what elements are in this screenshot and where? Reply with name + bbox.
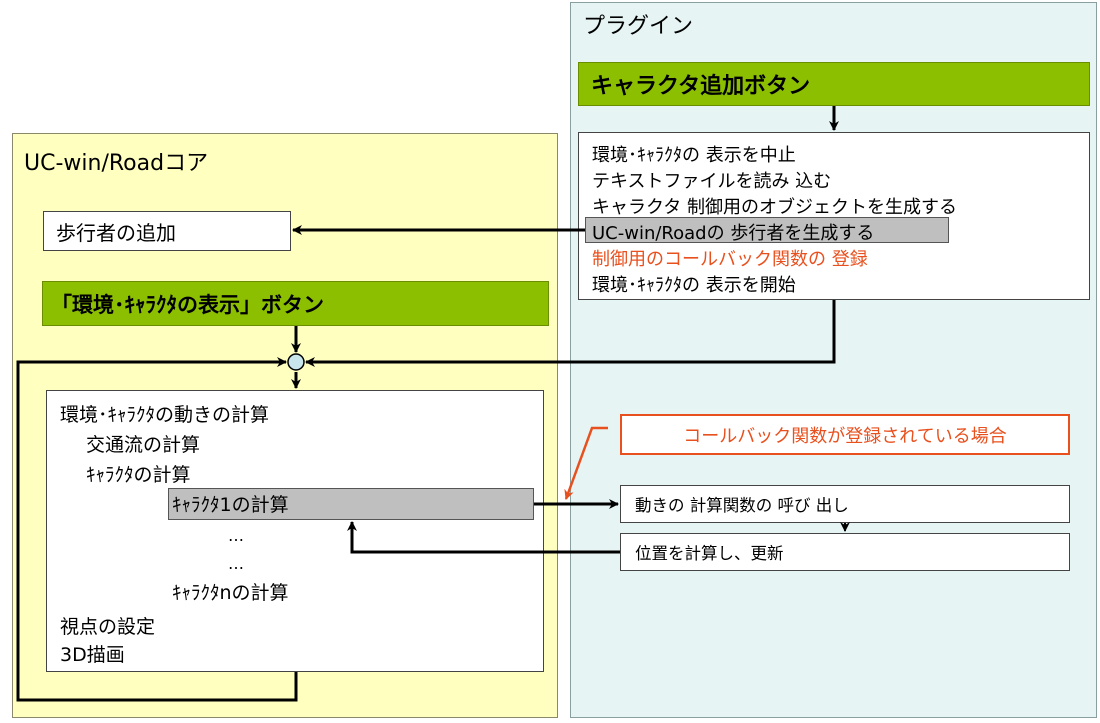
- step-stop-display: 環境･ｷｬﾗｸﾀの 表示を中止: [592, 145, 796, 166]
- traffic-calc-label: 交通流の計算: [86, 434, 201, 456]
- compute-update-box: 位置を計算し、更新: [620, 533, 1070, 571]
- callback-pointer-arrow: [564, 426, 608, 500]
- core-title: UC-win/Roadコア: [24, 151, 209, 176]
- plugin-steps-box: [578, 132, 1090, 300]
- character1-calc-label: ｷｬﾗｸﾀ1の計算: [172, 494, 289, 516]
- render-3d-label: 3D描画: [60, 644, 125, 666]
- ellipsis-2: …: [228, 554, 244, 573]
- step-create-control-object: キャラクタ 制御用のオブジェクトを生成する: [592, 197, 957, 218]
- character-calc-label: ｷｬﾗｸﾀの計算: [86, 464, 191, 486]
- arrow-compute-to-char1: [347, 521, 620, 554]
- step-register-callback: 制御用のコールバック関数の 登録: [592, 249, 868, 270]
- arrow-loop-return: [16, 357, 298, 702]
- char1-highlight: [168, 488, 534, 520]
- add-pedestrian-box: 歩行者の追加: [43, 211, 291, 251]
- display-environment-button[interactable]: 「環境･ｷｬﾗｸﾀの表示」ボタン: [42, 281, 549, 326]
- merge-node: [287, 353, 305, 371]
- pedestrian-step-highlight: [585, 217, 949, 243]
- arrow-steps-to-node: [305, 300, 836, 367]
- charactern-calc-label: ｷｬﾗｸﾀnの計算: [172, 582, 289, 604]
- step-start-display: 環境･ｷｬﾗｸﾀの 表示を開始: [592, 275, 796, 296]
- motion-calc-label: 環境･ｷｬﾗｸﾀの動きの計算: [60, 404, 270, 426]
- step-read-text-file: テキストファイルを読み 込む: [592, 171, 832, 192]
- core-loop-box: [46, 390, 544, 672]
- callback-condition-note: コールバック関数が登録されている場合: [620, 414, 1070, 455]
- motion-calc-call-box: 動きの 計算関数の 呼び 出し: [620, 485, 1070, 523]
- ellipsis-1: …: [228, 526, 244, 545]
- character-add-button[interactable]: キャラクタ追加ボタン: [578, 62, 1090, 106]
- viewpoint-label: 視点の設定: [60, 616, 156, 638]
- step-create-pedestrian: UC-win/Roadの 歩行者を生成する: [592, 223, 875, 244]
- plugin-title: プラグイン: [583, 14, 694, 39]
